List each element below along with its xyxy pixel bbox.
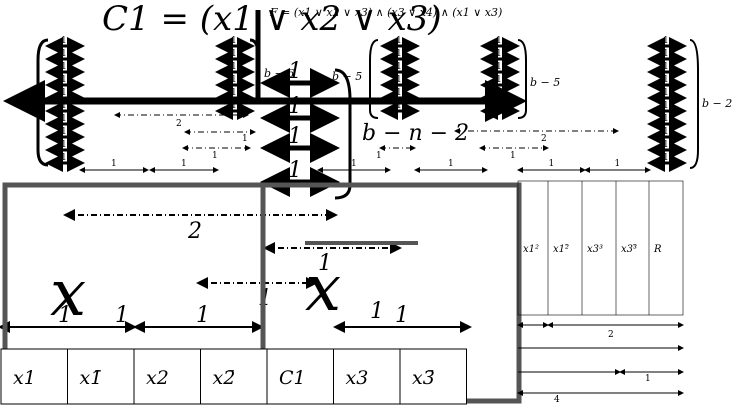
big-label-right-sub: 1 (370, 299, 384, 324)
stack-arrow-label: 1 (663, 153, 669, 163)
header-cell-label: R (653, 244, 662, 255)
thick-unit-arrows: 1 1 1 1 (260, 59, 340, 197)
bottom-cell-label: x1 (13, 367, 36, 389)
brace-b2 (689, 39, 699, 169)
stack-arrow-label: 1 (396, 62, 402, 72)
stack-arrow-label: 1 (663, 101, 669, 111)
stack-arrow-label: 1 (663, 114, 669, 124)
dashdot-arrow-label: 1 (510, 151, 516, 161)
stack-arrow-label: 1 (61, 36, 67, 46)
bottom-cell (133, 348, 201, 405)
stack-arrow-label: 1 (61, 140, 67, 150)
dashdot-arrow-label: 1 (242, 134, 248, 144)
stack-arrow-label: 1 (61, 49, 67, 59)
stack-arrow-label: 1 (231, 62, 237, 72)
dashdot-arrow-label: 1 (212, 151, 218, 161)
stack-arrow-label: 1 (61, 153, 67, 163)
right-header-table: x1² x1²̄ x3³ x3³̄ R (517, 180, 684, 316)
thin-arrow-label: 1 (615, 159, 621, 169)
right-arrow-label: 1 (645, 374, 651, 384)
stack-arrow-label: 1 (231, 36, 237, 46)
bottom-cell-label: x3̄ (412, 367, 435, 389)
stack-arrow-label: 1 (663, 49, 669, 59)
stack-arrow-label: 1 (496, 36, 502, 46)
formula-title: F = (x1 ∨ x2 ∨ x3) ∧ (x3 ∨ x4) ∧ (x1 ∨ x… (269, 6, 502, 19)
right-arrow-label: 2 (608, 330, 614, 340)
stack-arrow-label: 1 (663, 75, 669, 85)
dashdot-arrow-label: 2 (541, 134, 547, 144)
stack-arrow-label: 1 (496, 88, 502, 98)
big-label-left: x (50, 257, 86, 331)
stack-arrow-label: 1 (396, 36, 402, 46)
bottom-cell-label: C1 (279, 367, 306, 389)
stack-arrow-label: 1 (231, 88, 237, 98)
bottom-cell (200, 348, 268, 405)
bottom-cell (266, 348, 334, 405)
stack-arrow-label: 1 (396, 75, 402, 85)
dashdot-arrow-label: 2 (176, 119, 182, 129)
brace-b5-right (517, 39, 527, 119)
brace-b5-right-label: b − 5 (530, 76, 560, 89)
dashdot-arrow-label: 2 (187, 219, 202, 244)
stack-arrow-label: 1 (61, 88, 67, 98)
stack-arrow-label: 1 (231, 75, 237, 85)
stack-arrow-label: 1 (663, 127, 669, 137)
brace-b2-label: b − 2 (702, 97, 732, 110)
stack-arrow-label: 1 (663, 140, 669, 150)
stack-arrow-label: 1 (663, 36, 669, 46)
bottom-cell (67, 348, 135, 405)
stack-arrow-label: 1 (61, 127, 67, 137)
thin-arrow-label: 1 (351, 159, 357, 169)
thin-arrow-label: 1 (448, 159, 454, 169)
big-label-right: x (305, 252, 341, 326)
big-label-left-sub: 1 (115, 303, 129, 328)
thin-arrow-label: 1 (111, 159, 117, 169)
thick-arrow-label: 1 (288, 94, 302, 119)
stack-arrow-label: 1 (663, 62, 669, 72)
stack-arrow-label: 1 (496, 49, 502, 59)
dashdot-arrow-label: 1 (376, 151, 382, 161)
bottom-cell (399, 348, 467, 405)
stack-arrow-label: 1 (231, 49, 237, 59)
header-cell-label: x1² (523, 244, 539, 255)
dash-dot-arrows: 2 1 1 2 1 1 2 1 1 (63, 112, 619, 311)
stack-arrow-label: 1 (61, 114, 67, 124)
bottom-cell-label: x2 (146, 367, 169, 389)
right-arrow-label: 4 (554, 395, 560, 405)
thick-arrow-label: 1 (288, 158, 302, 183)
thin-arrow-label: 1 (196, 303, 210, 328)
thin-arrow-label: 1 (181, 159, 187, 169)
bottom-cell (333, 348, 401, 405)
bottom-cell-label: x2̄ (213, 367, 236, 389)
stack-arrow-label: 1 (61, 62, 67, 72)
stack-arrow-label: 1 (396, 88, 402, 98)
right-lower-arrows: 2 1 4 (517, 322, 684, 405)
header-table-frame (517, 180, 684, 316)
thick-arrow-label: 1 (288, 59, 302, 84)
brace-bn2-label: b − n − 2 (362, 121, 469, 146)
bottom-cell-row: x1 x1̄ x2 x2̄ C1 x3 x3̄ (0, 348, 467, 405)
brace-b5-left (369, 39, 379, 119)
stack-arrow-label: 1 (496, 62, 502, 72)
thin-arrow-label: 1 (549, 159, 555, 169)
stack-arrow-label: 1 (496, 75, 502, 85)
stack-arrow-label: 1 (396, 49, 402, 59)
dashdot-arrow-label: 1 (318, 251, 332, 276)
stack-arrow-label: 1 (61, 75, 67, 85)
bottom-cell-label: x1̄ (80, 367, 103, 389)
header-cell-label: x3³̄ (621, 244, 637, 255)
bottom-cell (0, 348, 68, 405)
header-cell-label: x3³ (587, 244, 603, 255)
thin-arrow-label: 1 (58, 303, 72, 328)
brace-bn2 (334, 68, 352, 200)
bottom-cell-label: x3 (346, 367, 369, 389)
thin-arrow-label: 1 (395, 303, 409, 328)
clause-label: C1 = (x1 ∨ x2 ∨ x3) (102, 0, 442, 39)
thick-arrow-label: 1 (288, 124, 302, 149)
stack-arrow-label: 1 (663, 88, 669, 98)
header-cell-label: x1²̄ (553, 244, 569, 255)
